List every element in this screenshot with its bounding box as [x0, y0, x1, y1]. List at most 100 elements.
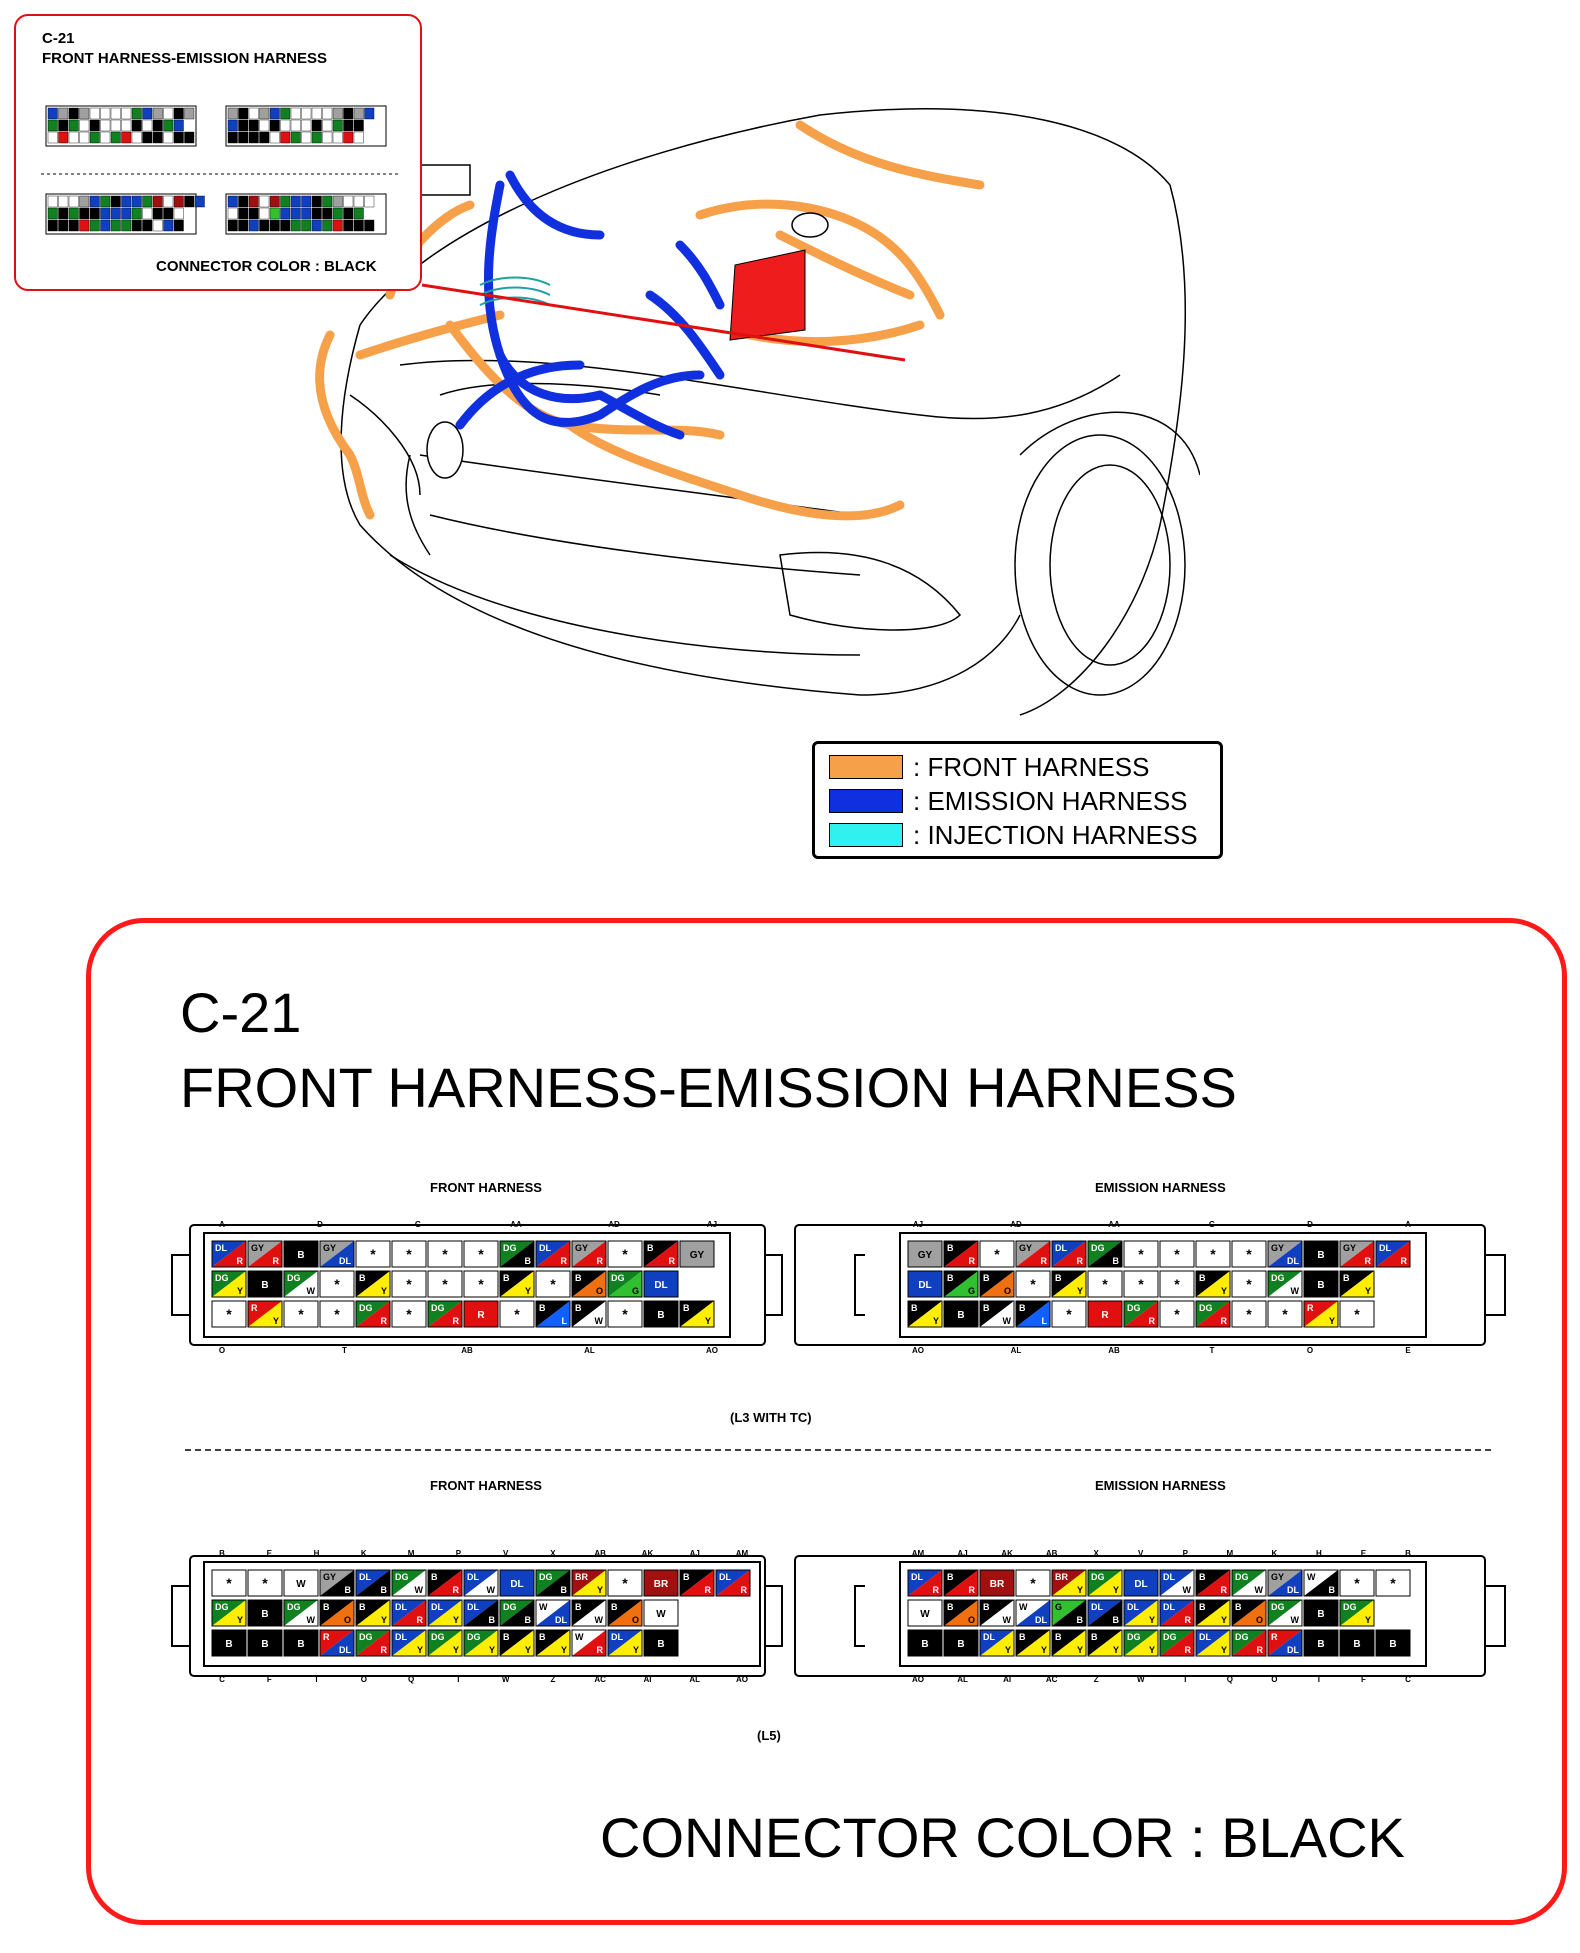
inset-pin	[121, 219, 132, 232]
pin-cell: GYR	[1015, 1240, 1051, 1268]
connector-latch	[171, 1585, 190, 1647]
inset-pin	[68, 107, 79, 120]
pin-cell: BW	[979, 1300, 1015, 1328]
pin-letter: T	[342, 1346, 347, 1355]
pin-label: Y	[1149, 1645, 1155, 1655]
inset-pin	[227, 195, 238, 208]
inset-pin	[184, 195, 195, 208]
pin-cell: BY	[355, 1599, 391, 1627]
inset-pin	[163, 207, 174, 220]
pin-letter: AA	[1108, 1220, 1120, 1229]
pin-cell: *	[1339, 1300, 1375, 1328]
pin-cell: DGW	[1231, 1569, 1267, 1597]
inset-pin	[110, 207, 121, 220]
pin-label: DG	[611, 1273, 625, 1283]
pin-label: DG	[1343, 1602, 1357, 1612]
pin-label: R	[1185, 1645, 1192, 1655]
pin-cell: B	[283, 1629, 319, 1657]
pin-cell: DGR	[1159, 1629, 1195, 1657]
pin-label: W	[307, 1615, 316, 1625]
pin-label: G	[1055, 1602, 1062, 1612]
legend-label-front: : FRONT HARNESS	[913, 751, 1150, 782]
pin-label: B	[957, 1639, 964, 1650]
pin-letter: Z	[1094, 1675, 1099, 1684]
pin-label: R	[969, 1585, 976, 1595]
inset-pin	[110, 107, 121, 120]
pin-cell: DGR	[355, 1629, 391, 1657]
pin-label: BR	[575, 1572, 588, 1582]
inset-pin	[322, 119, 333, 132]
pin-cell: *	[1375, 1569, 1411, 1597]
connector-latch	[171, 1254, 190, 1316]
pin-cell: B	[943, 1629, 979, 1657]
inset-pin	[184, 107, 195, 120]
pin-label: R	[933, 1585, 940, 1595]
pin-label: DL	[911, 1572, 923, 1582]
connector-latch	[1485, 1254, 1506, 1316]
pin-label: R	[1307, 1303, 1314, 1313]
inset-pin	[343, 107, 354, 120]
pin-cell: W	[907, 1599, 943, 1627]
pin-letter: AD	[608, 1220, 620, 1229]
pin-label: B	[947, 1273, 954, 1283]
pin-label: R	[477, 1310, 485, 1321]
pin-cell: DLR	[1159, 1599, 1195, 1627]
pin-label: DG	[395, 1572, 409, 1582]
pin-label: DG	[1091, 1243, 1105, 1253]
pin-label: B	[525, 1615, 532, 1625]
inset-pin	[89, 119, 100, 132]
pin-label: DG	[431, 1632, 445, 1642]
pin-label: B	[611, 1602, 618, 1612]
inset-pin	[89, 195, 100, 208]
pin-label: DG	[539, 1572, 553, 1582]
inset-pin	[301, 207, 312, 220]
pin-cell: DLY	[1195, 1629, 1231, 1657]
pin-label: GY	[323, 1572, 336, 1582]
pin-label: Y	[1329, 1316, 1335, 1326]
pin-cell: BY	[499, 1629, 535, 1657]
pin-cell: *	[1015, 1270, 1051, 1298]
pin-label: O	[596, 1286, 603, 1296]
pin-label: R	[1041, 1256, 1048, 1266]
pin-cell: BR	[979, 1569, 1015, 1597]
pin-label: W	[1291, 1286, 1300, 1296]
inset-pin	[100, 207, 111, 220]
inset-pin	[353, 219, 364, 232]
pin-label: R	[1185, 1615, 1192, 1625]
inset-pin	[343, 119, 354, 132]
pin-cell: BW	[979, 1599, 1015, 1627]
inset-connector-code: C-21	[42, 30, 75, 47]
inset-pin	[173, 119, 184, 132]
pin-label: *	[334, 1306, 340, 1322]
pin-label: R	[1257, 1645, 1264, 1655]
pin-label: R	[1221, 1585, 1228, 1595]
pin-cell: BR	[679, 1569, 715, 1597]
pin-label: B	[1235, 1602, 1242, 1612]
pin-cell: *	[1015, 1569, 1051, 1597]
inset-pin	[47, 207, 58, 220]
pin-label: B	[1317, 1639, 1324, 1650]
pin-cell: B	[907, 1629, 943, 1657]
pin-cell: DGR	[1195, 1300, 1231, 1328]
pin-label: R	[705, 1585, 712, 1595]
pin-label: B	[947, 1243, 954, 1253]
pin-cell: DL	[643, 1270, 679, 1298]
pin-label: B	[921, 1639, 928, 1650]
inset-pin	[47, 107, 58, 120]
pin-cell: *	[499, 1300, 535, 1328]
pin-cell: B	[1339, 1629, 1375, 1657]
inset-pin	[290, 119, 301, 132]
pin-label: B	[261, 1280, 268, 1291]
inset-pin	[142, 131, 153, 144]
pin-cell: BR	[643, 1240, 679, 1268]
pin-label: R	[381, 1645, 388, 1655]
inset-pin	[47, 195, 58, 208]
pin-letter: I	[315, 1675, 317, 1684]
pin-label: DG	[1271, 1602, 1285, 1612]
pin-letter: AO	[912, 1346, 924, 1355]
pin-cell: WR	[571, 1629, 607, 1657]
inset-pin	[311, 195, 322, 208]
